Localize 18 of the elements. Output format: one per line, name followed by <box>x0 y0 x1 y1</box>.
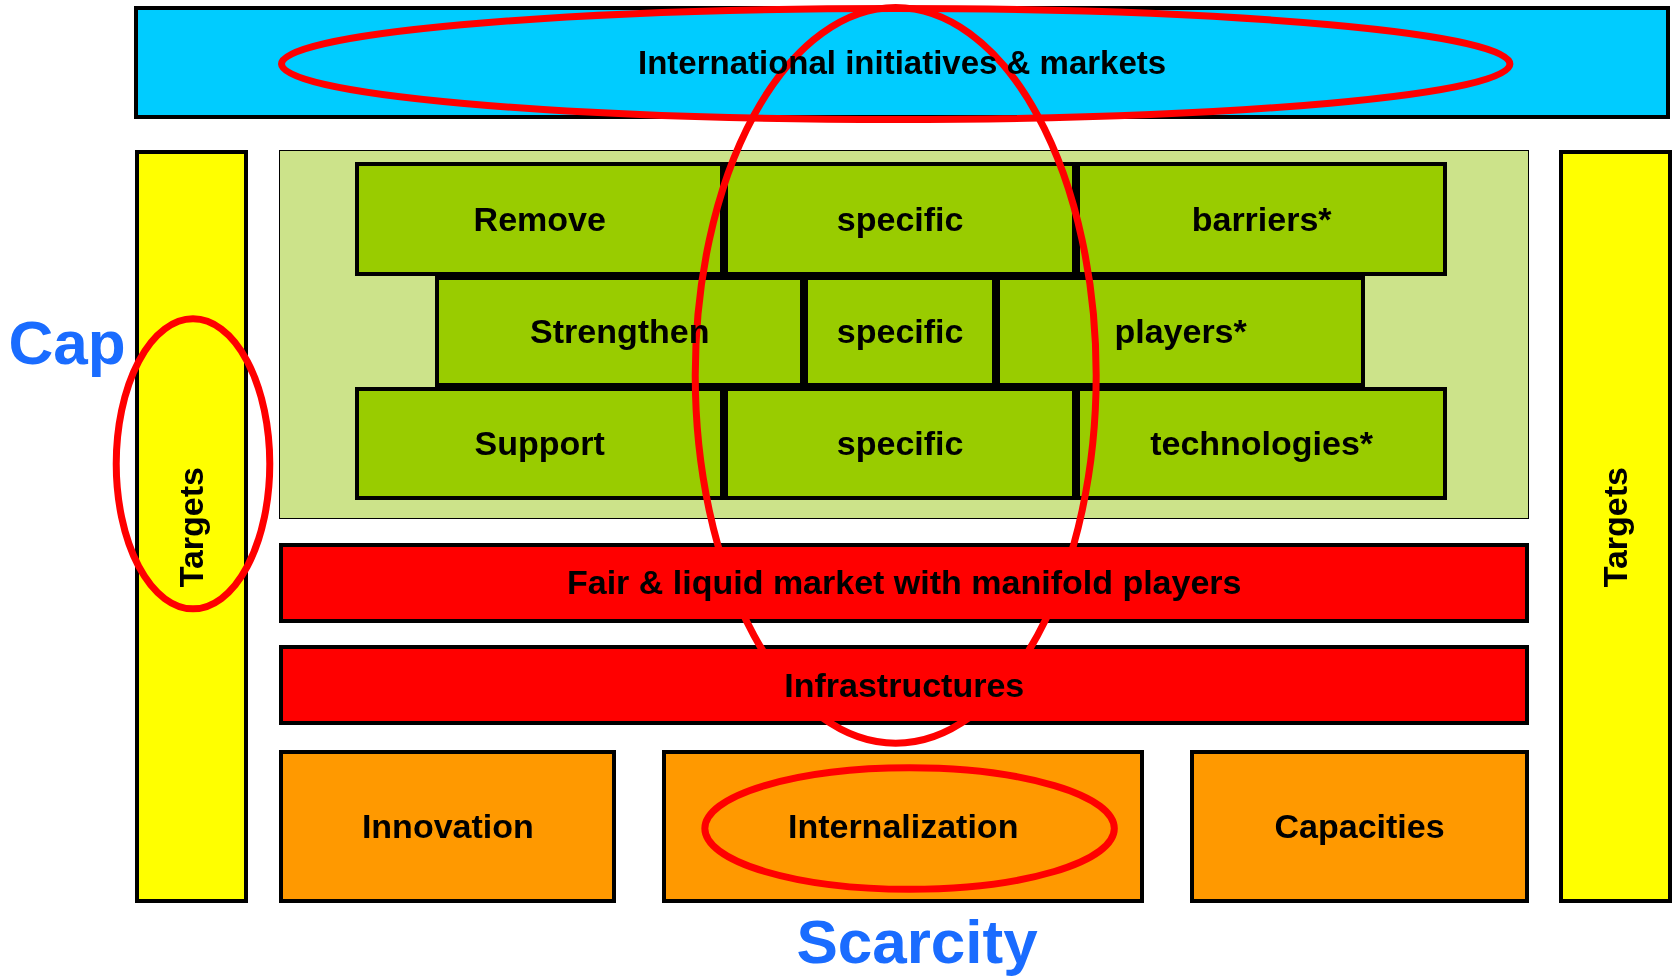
wall-brick: technologies* <box>1076 387 1448 501</box>
layer-bar: Infrastructures <box>279 645 1530 726</box>
axis-caption: Scarcity <box>796 906 1038 977</box>
wall-brick: specific <box>724 387 1077 501</box>
foundation-block: Innovation <box>279 749 617 904</box>
foundation-block: Capacities <box>1190 749 1530 904</box>
axis-caption: Cap <box>8 307 126 379</box>
wall-brick: players* <box>996 276 1366 388</box>
foundation-block: Internalization <box>662 749 1145 904</box>
panel-background <box>279 150 1530 520</box>
wall-brick: Remove <box>355 162 725 277</box>
wall-brick: Support <box>355 387 725 501</box>
side-pillar: Targets <box>1558 150 1672 904</box>
layer-bar: Fair & liquid market with manifold players <box>279 542 1530 623</box>
side-pillar: Targets <box>135 150 249 904</box>
wall-brick: specific <box>804 276 997 388</box>
wall-brick: barriers* <box>1076 162 1448 277</box>
wall-brick: specific <box>724 162 1077 277</box>
